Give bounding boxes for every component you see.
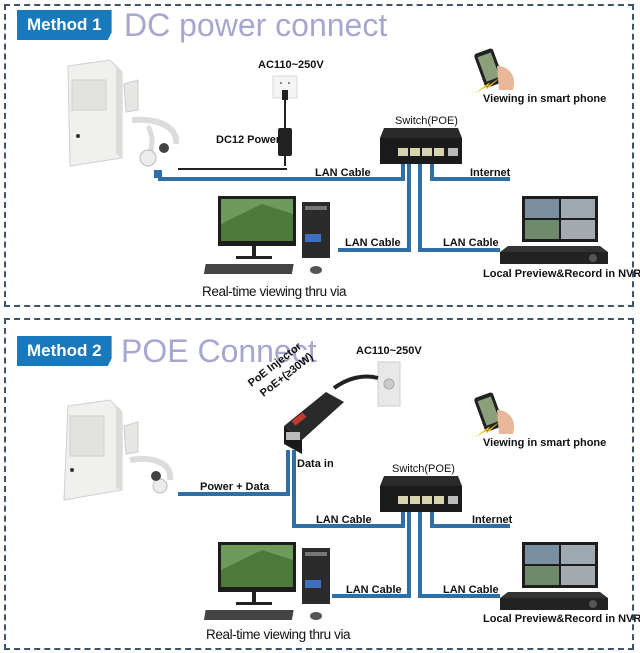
method2-lan-cable-nvr-label: LAN Cable <box>443 584 499 596</box>
lan-cable-camera-switch <box>158 177 405 181</box>
method1-nvr-caption: Local Preview&Record in NVR <box>483 268 640 280</box>
internet-cable <box>430 524 510 528</box>
method1-switch-label: Switch(POE) <box>395 115 458 127</box>
cable-segment <box>286 450 290 496</box>
method1-ac-label: AC110~250V <box>258 59 324 71</box>
cable-segment <box>401 512 405 528</box>
method1-title: DC power connect <box>124 7 388 43</box>
smartphone-icon <box>474 48 515 90</box>
method1-lan-cable-label: LAN Cable <box>315 167 371 179</box>
cable-segment <box>418 164 422 252</box>
cable-segment <box>430 164 434 180</box>
poe-switch-icon <box>380 128 462 164</box>
method1-badge: Method 1 <box>17 10 112 40</box>
desktop-pc-icon <box>203 542 330 620</box>
method2-title: POE Connect <box>121 333 317 369</box>
smartphone-icon <box>474 392 515 434</box>
lan-cable-pc <box>332 594 411 598</box>
method2-ac-label: AC110~250V <box>356 345 422 357</box>
cable-segment <box>407 164 411 252</box>
nvr-icon <box>500 542 608 610</box>
method2-badge: Method 2 <box>17 336 112 366</box>
poe-switch-icon <box>380 476 462 512</box>
method1-lan-cable-nvr-label: LAN Cable <box>443 237 499 249</box>
cable-segment <box>430 512 434 528</box>
method2-internet-label: Internet <box>472 514 513 526</box>
method2-smartphone-label: Viewing in smart phone <box>483 437 607 449</box>
poe-injector-icon <box>284 374 379 454</box>
cable-segment <box>407 512 411 598</box>
method2-nvr-caption: Local Preview&Record in NVR <box>483 613 640 625</box>
wireless-bolt-icon <box>474 420 502 438</box>
method1-panel <box>4 4 634 307</box>
cable-segment <box>158 170 162 180</box>
lan-cable-nvr <box>418 248 500 252</box>
wall-outlet-icon <box>377 361 401 407</box>
internet-cable <box>430 177 510 181</box>
camera-icon <box>63 399 174 501</box>
dc-power-cable <box>178 168 287 170</box>
method1-lan-cable-pc-label: LAN Cable <box>345 237 401 249</box>
method1-pc-caption: Real-time viewing thru via <box>202 284 347 299</box>
cable-segment <box>401 164 405 180</box>
method2-power-data-label: Power + Data <box>200 481 270 493</box>
method2-panel <box>4 318 634 650</box>
method2-switch-label: Switch(POE) <box>392 463 455 475</box>
cable-segment <box>418 512 422 598</box>
method2-lan-cable-label: LAN Cable <box>316 514 372 526</box>
method1-internet-label: Internet <box>470 167 511 179</box>
wireless-bolt-icon <box>474 76 502 94</box>
method2-pc-caption: Real-time viewing thru via <box>206 627 351 642</box>
wall-outlet-icon <box>272 75 298 128</box>
power-data-cable <box>178 492 288 496</box>
lan-cable-pc <box>338 248 411 252</box>
method1-smartphone-label: Viewing in smart phone <box>483 93 607 105</box>
cable-segment <box>292 450 296 526</box>
method2-data-in-label: Data in <box>297 458 334 470</box>
lan-cable-injector-switch <box>292 524 404 528</box>
lan-cable-nvr <box>418 594 500 598</box>
method1-dc-label: DC12 Power <box>216 134 281 146</box>
desktop-pc-icon <box>203 196 330 274</box>
power-adapter-icon <box>278 128 292 166</box>
method2-lan-cable-pc-label: LAN Cable <box>346 584 402 596</box>
camera-icon <box>67 59 180 178</box>
nvr-icon <box>500 196 608 264</box>
